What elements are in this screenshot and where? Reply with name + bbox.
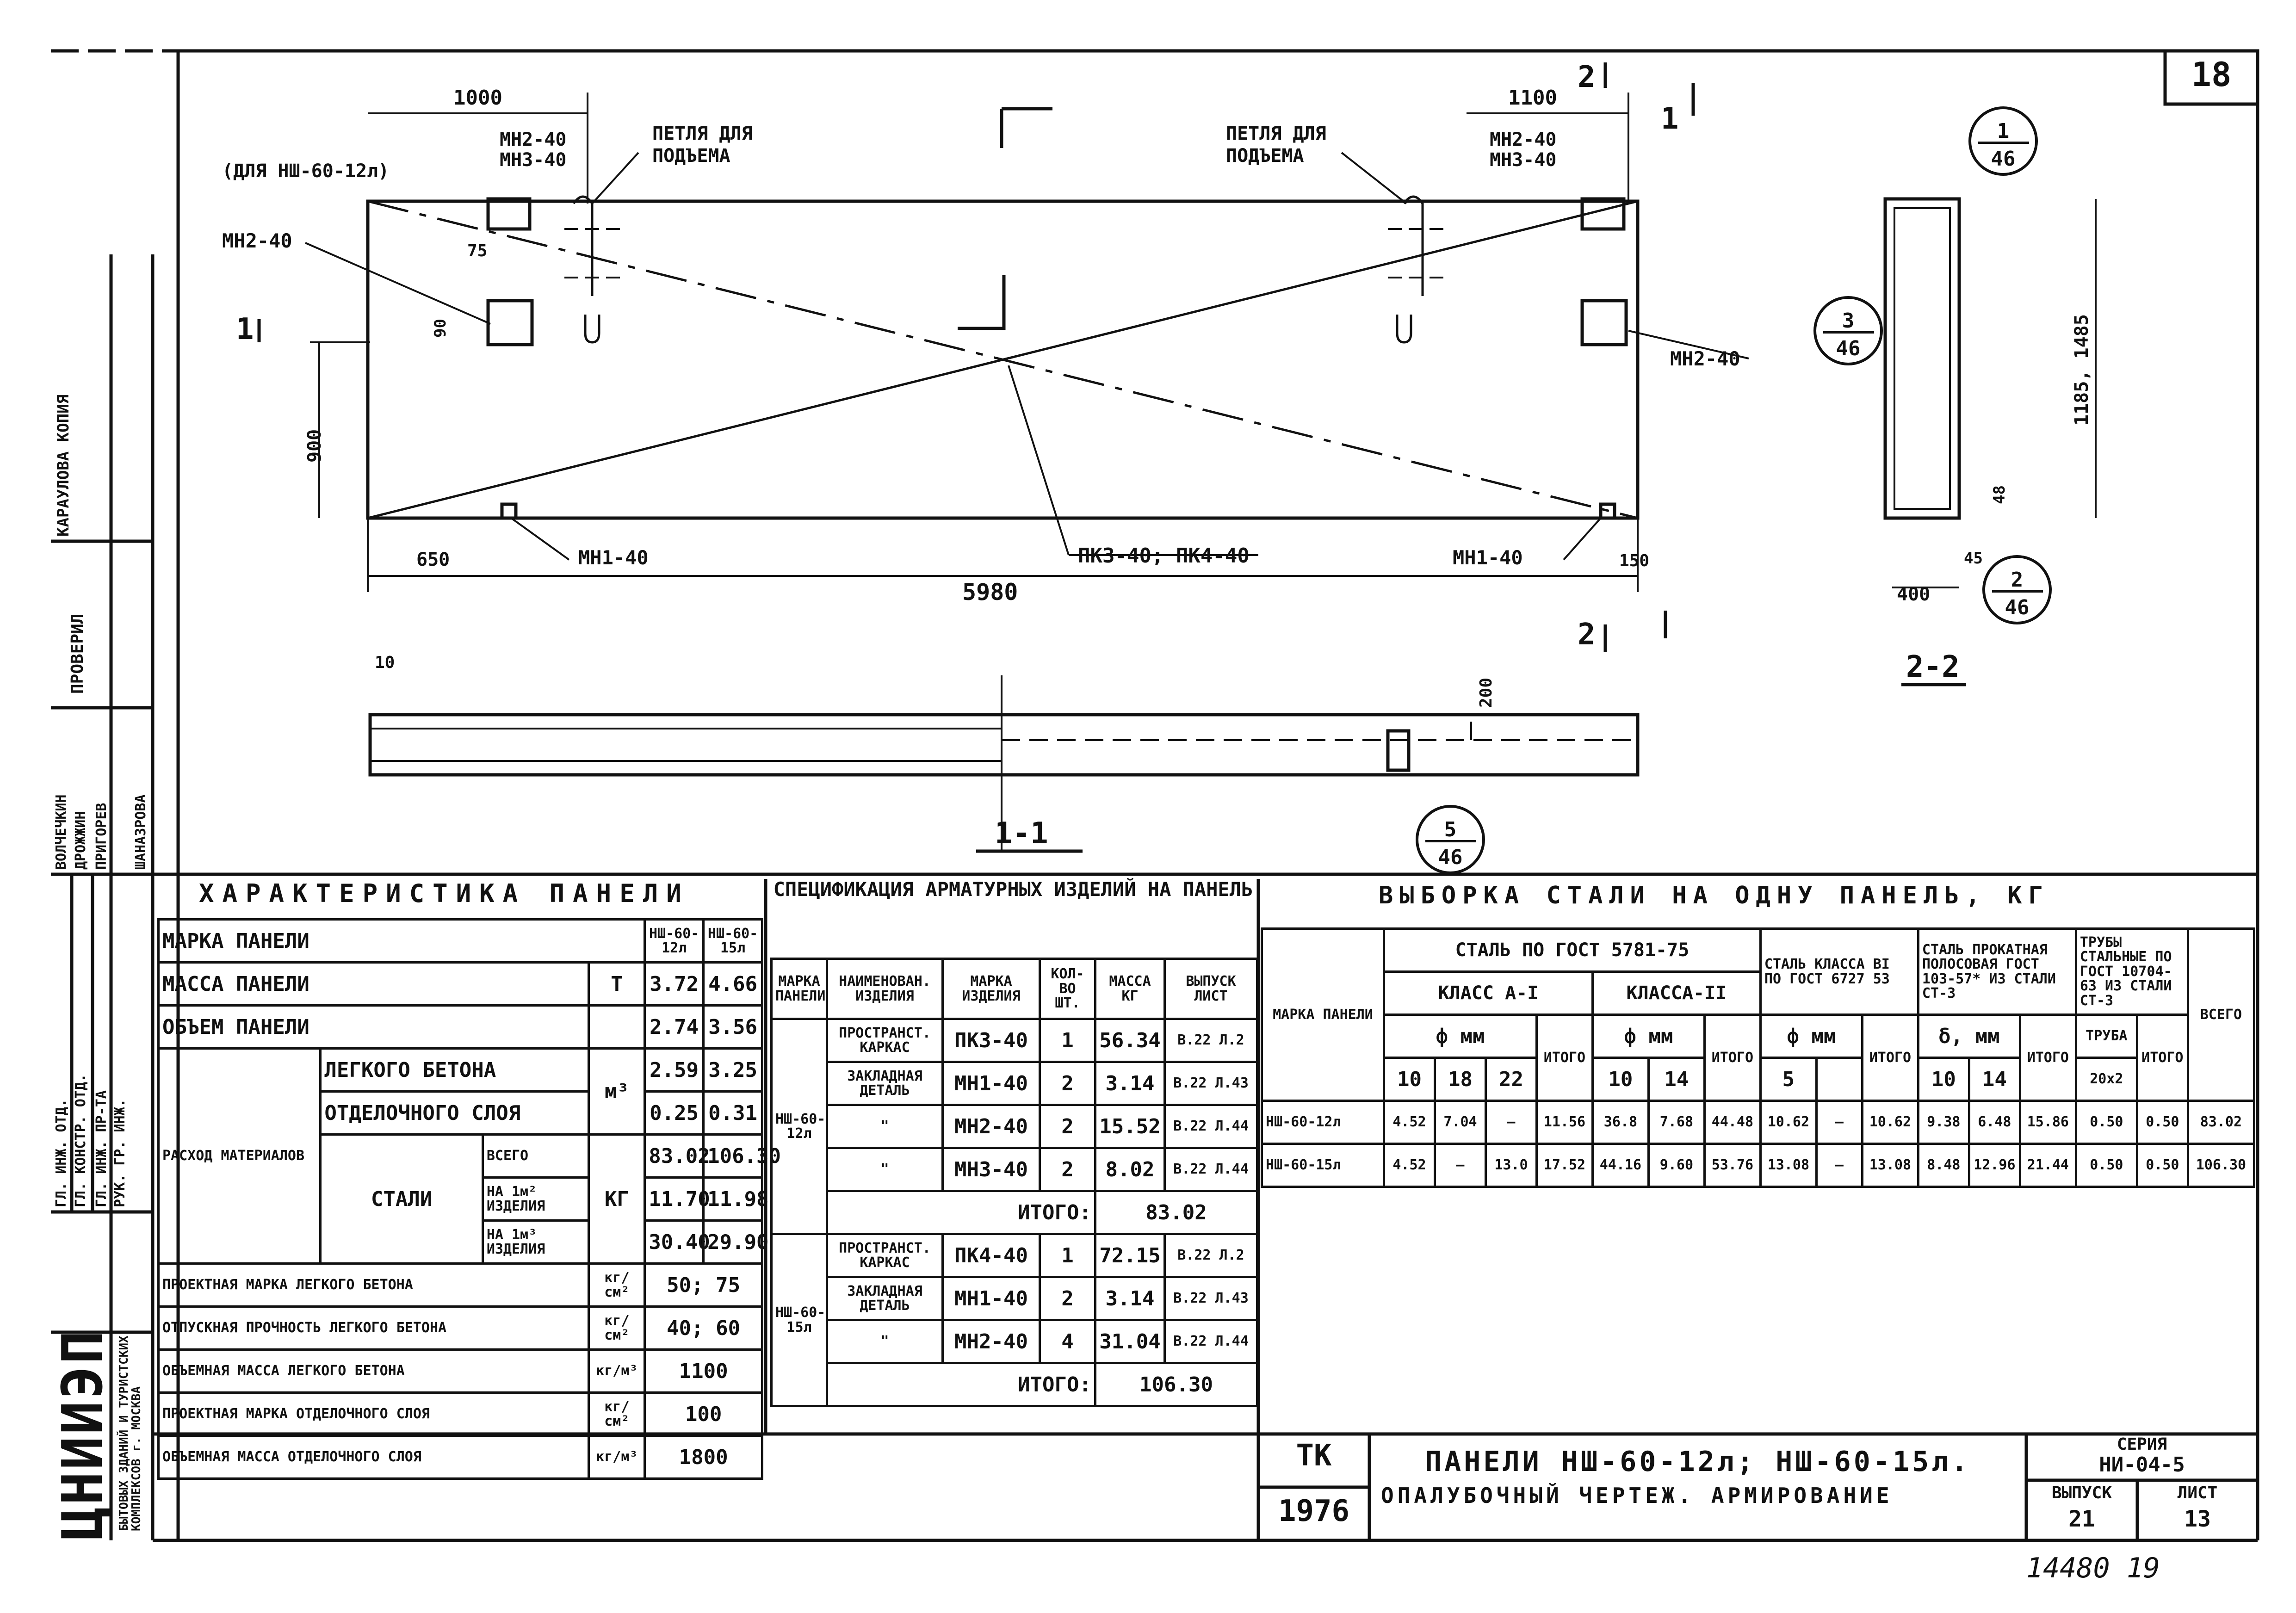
strip-name-3: ШАНАЗРОВА <box>133 794 149 870</box>
strip-inventory: КАРАУЛОВА КОПИЯ <box>54 394 73 537</box>
cut2-bottom: 2 <box>1578 618 1596 652</box>
section-22-label: 2-2 <box>1906 650 1960 684</box>
strip-col-1: ГЛ. КОНСТР. ОТД. <box>73 1074 89 1207</box>
steel-header-2: КЛАСС А-I КЛАССА-II <box>1262 970 2254 1016</box>
strip-col-3: РУК. ГР. ИНЖ. <box>112 1099 128 1207</box>
steel-table: МАРКА ПАНЕЛИ СТАЛЬ ПО ГОСТ 5781-75 СТАЛЬ… <box>1261 927 2256 1188</box>
tb-year: 1976 <box>1278 1494 1350 1528</box>
spec-total-a: ИТОГО:83.02 <box>772 1190 1258 1235</box>
org-desc-wrap: БЫТОВЫХ ЗДАНИЙ И ТУРИСТСКИХ КОМПЛЕКСОВ г… <box>116 1332 153 1536</box>
strip-col-2: ГЛ. ИНЖ. ПР-ТА <box>93 1090 110 1207</box>
page-number: 18 <box>2191 55 2232 94</box>
cut2-top: 2 <box>1578 60 1596 94</box>
tb-issue-value: 21 <box>2068 1506 2095 1532</box>
dim-top-left: 1000 <box>453 86 502 110</box>
side-dim-45: 45 <box>1964 549 1983 568</box>
tb-title-2: ОПАЛУБОЧНЫЙ ЧЕРТЕЖ. АРМИРОВАНИЕ <box>1381 1483 1893 1508</box>
dim-900: 900 <box>304 429 325 463</box>
mn2-mn3-left-label: МН2-40 МН3-40 <box>500 129 567 171</box>
dim-75: 75 <box>467 241 488 260</box>
detail-circle-2: 2 46 <box>1982 555 2052 624</box>
section-11-label: 1-1 <box>995 816 1048 851</box>
tb-series-label: СЕРИЯ <box>2117 1435 2167 1454</box>
pk-callout: ПК3-40; ПК4-40 <box>1078 544 1250 568</box>
mn1-left-label: МН1-40 <box>578 546 649 569</box>
tb-sheet-value: 13 <box>2184 1506 2211 1532</box>
side-dim-400: 400 <box>1897 584 1931 605</box>
side-dim-1185: 1185, 1485 <box>2071 314 2092 426</box>
mn2-mn3-right-label: МН2-40 МН3-40 <box>1490 129 1557 171</box>
detail-circle-5: 5 46 <box>1416 805 1485 874</box>
side-dim-48: 48 <box>1990 485 2009 504</box>
mn2-right-label: МН2-40 <box>1670 347 1740 370</box>
loop-right-label: ПЕТЛЯ ДЛЯ ПОДЪЕМА <box>1226 123 1326 167</box>
dim-650: 650 <box>416 549 450 570</box>
strip-name-1: ДРОЖЖИН <box>73 811 89 870</box>
org-logo: ЦНИИЭП <box>51 1329 115 1540</box>
spec-total-b: ИТОГО:106.30 <box>772 1362 1258 1407</box>
tb-sheet-label: ЛИСТ <box>2177 1483 2218 1502</box>
tb-series-value: НИ-04-5 <box>2099 1453 2185 1477</box>
cut1-right: 1 <box>1661 102 1679 136</box>
dim-top-right: 1100 <box>1508 86 1557 110</box>
tb-issue-label: ВЫПУСК <box>2051 1483 2112 1502</box>
steel-title: ВЫБОРКА СТАЛИ НА ОДНУ ПАНЕЛЬ, КГ <box>1379 882 2049 909</box>
strip-checked: ПРОВЕРИЛ <box>68 613 87 694</box>
char-title: ХАРАКТЕРИСТИКА ПАНЕЛИ <box>199 879 690 908</box>
steel-header-1: МАРКА ПАНЕЛИ СТАЛЬ ПО ГОСТ 5781-75 СТАЛЬ… <box>1261 927 2256 1102</box>
note-for-panel: (ДЛЯ НШ-60-12л) <box>222 161 390 182</box>
sec-dim-10: 10 <box>375 653 395 672</box>
detail-circle-1: 1 46 <box>1968 106 2038 176</box>
handwritten-ref: 14480 19 <box>2026 1552 2160 1584</box>
spec-title: СПЕЦИФИКАЦИЯ АРМАТУРНЫХ ИЗДЕЛИЙ НА ПАНЕЛ… <box>773 878 1253 901</box>
dim-150: 150 <box>1619 551 1650 570</box>
strip-name-2: ПРИГОРЕВ <box>93 803 110 870</box>
org-desc: БЫТОВЫХ ЗДАНИЙ И ТУРИСТСКИХ КОМПЛЕКСОВ г… <box>117 1335 144 1531</box>
mn1-right-label: МН1-40 <box>1453 546 1523 569</box>
tb-tk: ТК <box>1296 1439 1332 1473</box>
sec-dim-200: 200 <box>1477 677 1496 708</box>
detail-circle-3: 3 46 <box>1813 296 1883 365</box>
cut1-left: 1 <box>236 312 254 346</box>
tb-title-1: ПАНЕЛИ НШ-60-12л; НШ-60-15л. <box>1425 1446 1971 1478</box>
loop-left-label: ПЕТЛЯ ДЛЯ ПОДЪЕМА <box>652 123 753 167</box>
dim-total-length: 5980 <box>962 579 1018 606</box>
strip-name-0: ВОЛЧЕЧКИН <box>53 794 69 870</box>
strip-col-0: ГЛ. ИНЖ. ОТД. <box>53 1099 69 1207</box>
mn2-left-label: МН2-40 <box>222 229 292 252</box>
dim-90: 90 <box>431 319 450 338</box>
